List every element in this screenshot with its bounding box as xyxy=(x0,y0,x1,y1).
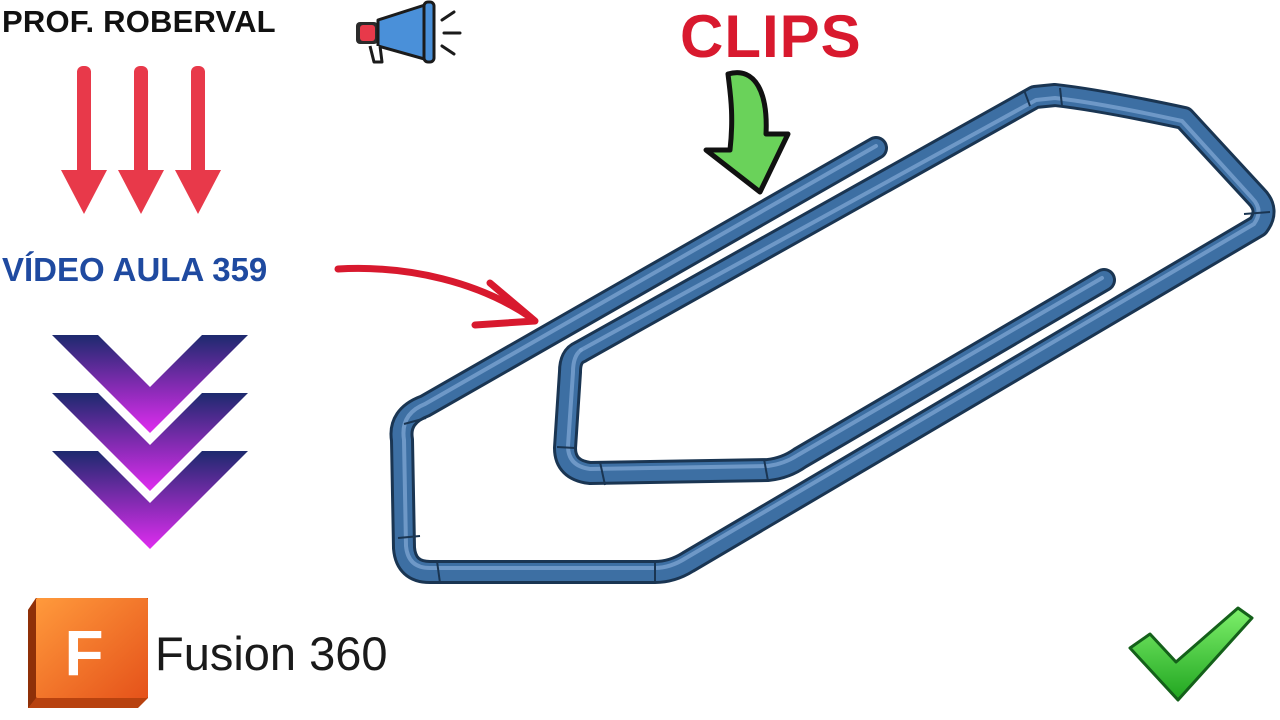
author-name: PROF. ROBERVAL xyxy=(2,4,276,39)
green-arrow-icon xyxy=(703,70,791,195)
down-arrows-icon xyxy=(61,66,221,214)
chevrons-down-icon xyxy=(52,335,248,549)
megaphone-icon xyxy=(356,0,462,64)
checkmark-icon xyxy=(1128,606,1254,702)
curved-arrow-icon xyxy=(334,264,539,329)
product-name: Fusion 360 xyxy=(155,627,388,680)
lesson-label: VÍDEO AULA 359 xyxy=(2,251,268,288)
page-title: CLIPS xyxy=(680,3,862,70)
logo-letter: F xyxy=(64,617,104,689)
fusion-logo-icon xyxy=(28,598,148,708)
